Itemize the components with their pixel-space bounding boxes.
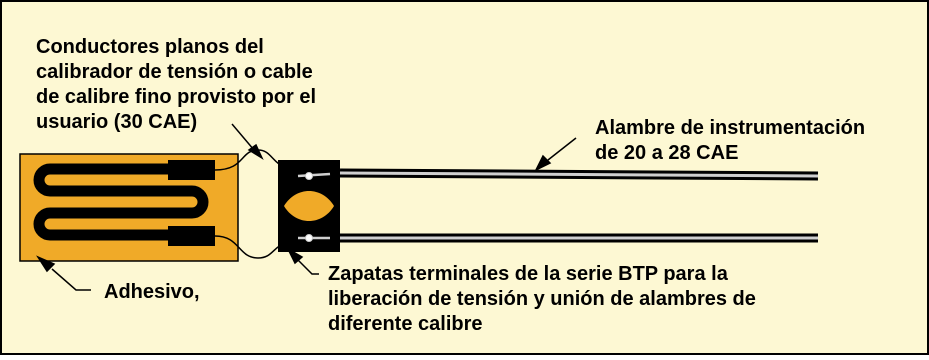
terminals-label-line: liberación de tensión y unión de alambre… (328, 288, 756, 310)
conductors-label: Conductores planos del calibrador de ten… (36, 36, 322, 133)
leader-lines (36, 123, 577, 291)
instrumentation-wire-label-line: de 20 a 28 CAE (595, 142, 738, 164)
terminals-label-line: Zapatas terminales de la serie BTP para … (328, 263, 729, 285)
adhesive-label: Adhesivo, (104, 281, 200, 303)
wire-leader (547, 137, 577, 161)
terminals-leader (295, 257, 319, 275)
terminals-label: Zapatas terminales de la serie BTP para … (328, 263, 761, 335)
conductors-label-line: calibrador de tensión o cable (36, 61, 313, 83)
terminals-label-line: diferente calibre (328, 313, 483, 335)
strain-gauge-icon (19, 153, 239, 262)
adhesive-leader (51, 268, 91, 291)
wire-arrow-icon (534, 154, 552, 172)
instrumentation-wire-label: Alambre de instrumentación de 20 a 28 CA… (595, 117, 871, 164)
conductors-label-line: Conductores planos del (36, 36, 264, 58)
instrumentation-wires (339, 168, 819, 243)
terminals-arrow-icon (286, 247, 304, 265)
conductors-leader (231, 123, 255, 151)
conductors-label-line: usuario (30 CAE) (36, 111, 197, 133)
conductors-arrow-icon (247, 143, 264, 160)
adhesive-arrow-icon (36, 255, 56, 273)
instrumentation-wire-label-line: Alambre de instrumentación (595, 117, 865, 139)
conductors-label-line: de calibre fino provisto por el (36, 86, 316, 108)
btp-terminal-icon (278, 160, 340, 252)
